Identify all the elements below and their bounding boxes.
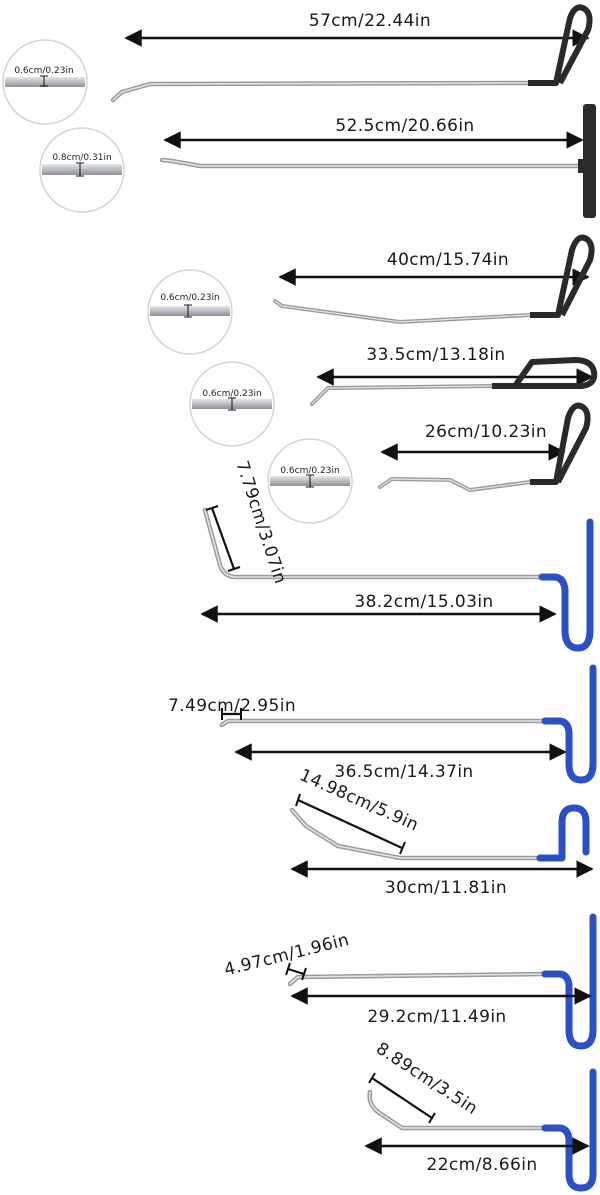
black-t-handle bbox=[578, 104, 596, 218]
black-loop-handle bbox=[530, 234, 595, 318]
thickness-label: 0.6cm/0.23in bbox=[280, 466, 339, 476]
length-label: 29.2cm/11.49in bbox=[367, 1007, 506, 1027]
thickness-circle: 0.6cm/0.23in bbox=[2, 39, 88, 125]
length-label: 52.5cm/20.66in bbox=[335, 116, 474, 136]
tool-2: 52.5cm/20.66in 0.8cm/0.31in bbox=[39, 104, 596, 218]
thickness-circle: 0.8cm/0.31in bbox=[39, 127, 125, 213]
tip-dimension: 8.89cm/3.5in bbox=[368, 1039, 481, 1124]
length-label: 33.5cm/13.18in bbox=[366, 345, 505, 365]
blue-j-handle bbox=[541, 664, 597, 784]
tool-9: 4.97cm/1.96in 29.2cm/11.49in bbox=[222, 913, 597, 1050]
tool-1: 57cm/22.44in 0.6cm/0.23in bbox=[2, 4, 593, 125]
thickness-label: 0.6cm/0.23in bbox=[160, 293, 219, 303]
rod bbox=[159, 157, 581, 169]
thickness-label: 0.6cm/0.23in bbox=[202, 389, 261, 399]
thickness-circle: 0.6cm/0.23in bbox=[267, 438, 353, 524]
length-label: 40cm/15.74in bbox=[387, 250, 509, 270]
tool-8: 14.98cm/5.9in 30cm/11.81in bbox=[289, 765, 594, 898]
length-label: 57cm/22.44in bbox=[309, 11, 431, 31]
tip-dimension: 4.97cm/1.96in bbox=[222, 930, 351, 980]
rod bbox=[110, 80, 533, 103]
length-label: 38.2cm/15.03in bbox=[354, 592, 493, 612]
tool-5: 26cm/10.23in 0.6cm/0.23in bbox=[267, 402, 591, 524]
tool-4: 33.5cm/13.18in 0.6cm/0.23in bbox=[189, 345, 598, 447]
blue-j-handle bbox=[538, 518, 594, 652]
tip-label: 7.49cm/2.95in bbox=[168, 696, 296, 716]
tool-7: 7.49cm/2.95in 36.5cm/14.37in bbox=[168, 664, 597, 784]
thickness-circle: 0.6cm/0.23in bbox=[147, 269, 233, 355]
tool-3: 40cm/15.74in 0.6cm/0.23in bbox=[147, 234, 595, 355]
tip-dimension: 7.49cm/2.95in bbox=[168, 696, 296, 720]
black-flat-loop-handle bbox=[492, 357, 598, 389]
thickness-label: 0.8cm/0.31in bbox=[52, 153, 111, 163]
blue-j-handle bbox=[536, 804, 590, 862]
length-label: 22cm/8.66in bbox=[426, 1155, 537, 1175]
tool-6: 7.79cm/3.07in 38.2cm/15.03in bbox=[200, 458, 594, 652]
blue-j-handle bbox=[541, 1068, 597, 1192]
length-label: 30cm/11.81in bbox=[385, 878, 507, 898]
thickness-label: 0.6cm/0.23in bbox=[14, 66, 73, 76]
thickness-circle: 0.6cm/0.23in bbox=[189, 361, 275, 447]
rod bbox=[273, 299, 532, 325]
black-loop-handle bbox=[528, 4, 593, 86]
rod bbox=[310, 384, 494, 406]
blue-j-handle bbox=[541, 913, 597, 1050]
tool-10: 8.89cm/3.5in 22cm/8.66in bbox=[364, 1039, 597, 1192]
length-label: 26cm/10.23in bbox=[425, 422, 547, 442]
tip-label: 8.89cm/3.5in bbox=[372, 1039, 481, 1119]
length-label: 36.5cm/14.37in bbox=[334, 762, 473, 782]
black-loop-handle bbox=[530, 402, 591, 485]
